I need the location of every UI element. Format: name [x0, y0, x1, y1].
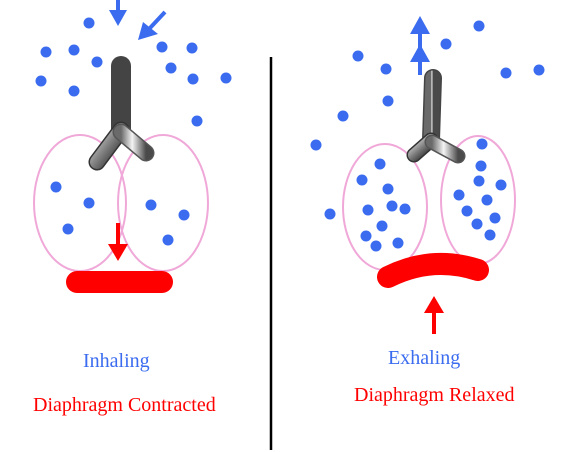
airflow-arrow-icon [138, 10, 167, 40]
inhale-panel [33, 0, 209, 293]
air-particle-icon [145, 199, 157, 211]
air-particles [35, 17, 545, 252]
air-particle-icon [489, 212, 501, 224]
exhale-panel [342, 16, 516, 334]
airflow-arrow-icon [109, 0, 127, 26]
air-particle-icon [178, 209, 190, 221]
trachea-icon [88, 56, 155, 171]
air-particle-icon [473, 20, 485, 32]
air-particle-icon [50, 181, 62, 193]
air-particle-icon [191, 115, 203, 127]
air-particle-icon [186, 42, 198, 54]
air-particle-icon [386, 200, 398, 212]
air-particle-icon [476, 138, 488, 150]
air-particle-icon [187, 73, 199, 85]
diaphragm-relaxed [377, 252, 489, 288]
air-particle-icon [376, 220, 388, 232]
air-particle-icon [374, 158, 386, 170]
air-particle-icon [83, 17, 95, 29]
air-particle-icon [83, 197, 95, 209]
air-particle-icon [473, 175, 485, 187]
air-particle-icon [475, 160, 487, 172]
air-particle-icon [356, 174, 368, 186]
air-particle-icon [62, 223, 74, 235]
air-particle-icon [362, 204, 374, 216]
trachea-icon [406, 69, 466, 164]
air-particle-icon [382, 95, 394, 107]
diaphragm-relaxed-label: Diaphragm Relaxed [354, 384, 515, 406]
air-particle-icon [68, 85, 80, 97]
air-particle-icon [484, 229, 496, 241]
air-particle-icon [382, 183, 394, 195]
diaphragm-arrow-icon [424, 296, 444, 334]
air-particle-icon [310, 139, 322, 151]
air-particle-icon [495, 179, 507, 191]
air-particle-icon [461, 205, 473, 217]
air-particle-icon [165, 62, 177, 74]
air-particle-icon [399, 203, 411, 215]
air-particle-icon [337, 110, 349, 122]
air-particle-icon [533, 64, 545, 76]
air-particle-icon [35, 75, 47, 87]
air-particle-icon [360, 230, 372, 242]
air-particle-icon [40, 46, 52, 58]
air-particle-icon [68, 44, 80, 56]
air-particle-icon [453, 189, 465, 201]
air-particle-icon [481, 194, 493, 206]
air-particle-icon [471, 218, 483, 230]
air-particle-icon [500, 67, 512, 79]
air-particle-icon [156, 41, 168, 53]
airflow-arrow-icon [410, 16, 430, 75]
air-particle-icon [162, 234, 174, 246]
air-particle-icon [352, 50, 364, 62]
inhaling-label: Inhaling [83, 350, 150, 372]
diaphragm-arrow-icon [108, 223, 128, 261]
air-particle-icon [380, 63, 392, 75]
air-particle-icon [370, 240, 382, 252]
exhaling-label: Exhaling [388, 347, 461, 369]
air-particle-icon [440, 38, 452, 50]
diaphragm-contracted-label: Diaphragm Contracted [33, 394, 216, 416]
air-particle-icon [392, 237, 404, 249]
air-particle-icon [91, 56, 103, 68]
air-particle-icon [324, 208, 336, 220]
air-particle-icon [220, 72, 232, 84]
right-lung-outline [117, 134, 209, 272]
